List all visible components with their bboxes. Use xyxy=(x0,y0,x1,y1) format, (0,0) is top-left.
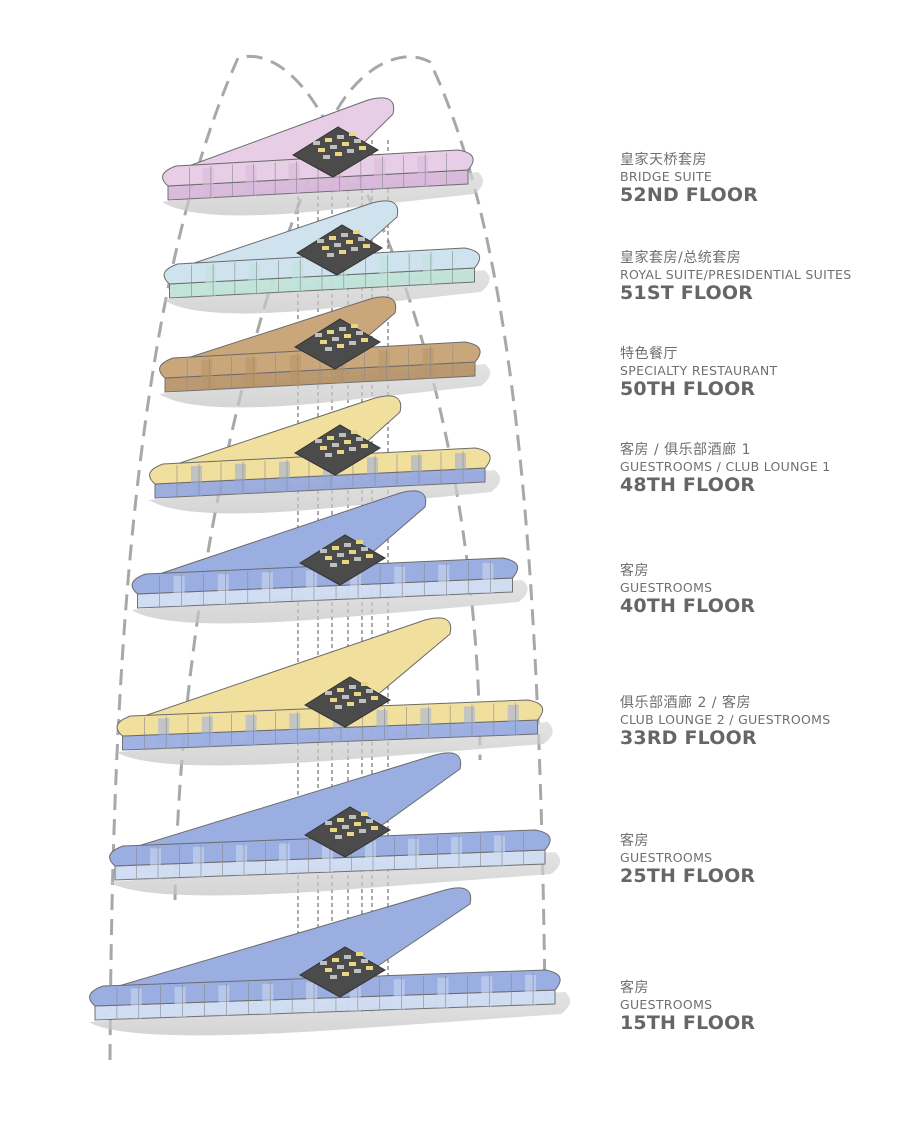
envelope-arc-left xyxy=(108,54,332,1061)
floor-plate-50th-floor xyxy=(159,296,491,408)
floor-plate-40th-floor xyxy=(131,490,528,624)
floor-function-zh: 客房 xyxy=(620,563,649,579)
floor-function-zh: 俱乐部酒廊 2 / 客房 xyxy=(620,695,751,711)
floor-number: 51ST FLOOR xyxy=(620,282,754,304)
floor-function-en: GUESTROOMS xyxy=(620,997,713,1012)
floor-number: 15TH FLOOR xyxy=(620,1012,756,1034)
floor-function-en: GUESTROOMS xyxy=(620,850,713,865)
floor-plate-25th-floor xyxy=(109,752,561,896)
floor-function-zh: 客房 xyxy=(620,980,649,996)
floor-function-en: CLUB LOUNGE 2 / GUESTROOMS xyxy=(620,712,831,727)
floor-plate-48th-floor xyxy=(149,395,501,514)
floor-number: 48TH FLOOR xyxy=(620,474,756,496)
floor-plate-51st-floor xyxy=(163,200,490,314)
floor-function-en: GUESTROOMS xyxy=(620,580,713,595)
floor-number: 33RD FLOOR xyxy=(620,727,757,749)
floor-function-en: ROYAL SUITE/PRESIDENTIAL SUITES xyxy=(620,267,852,282)
floor-plate-15th-floor xyxy=(89,887,571,1036)
envelope-arc-inner-right xyxy=(328,129,482,761)
floor-function-en: GUESTROOMS / CLUB LOUNGE 1 xyxy=(620,459,831,474)
floor-function-zh: 客房 / 俱乐部酒廊 1 xyxy=(620,442,751,458)
floor-plate-33rd-floor xyxy=(116,617,553,766)
floor-number: 52ND FLOOR xyxy=(620,184,759,206)
floor-number: 50TH FLOOR xyxy=(620,378,756,400)
floor-function-zh: 皇家天桥套房 xyxy=(620,152,707,168)
floor-function-zh: 客房 xyxy=(620,833,649,849)
floor-function-zh: 皇家套房/总统套房 xyxy=(620,250,742,266)
floor-function-en: BRIDGE SUITE xyxy=(620,169,713,184)
floor-function-en: SPECIALTY RESTAURANT xyxy=(620,363,778,378)
floor-number: 40TH FLOOR xyxy=(620,595,756,617)
floor-plate-52nd-floor xyxy=(162,97,484,216)
floor-function-zh: 特色餐厅 xyxy=(620,346,678,362)
floor-number: 25TH FLOOR xyxy=(620,865,756,887)
